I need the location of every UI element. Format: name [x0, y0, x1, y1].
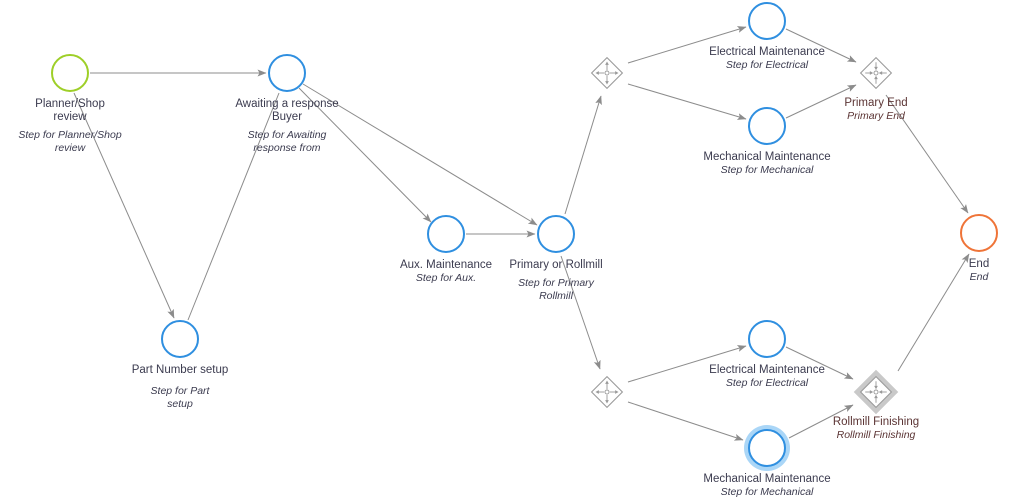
node-subtitle: End	[969, 271, 989, 283]
edge-awaiting-a-response-buyer-to-aux-maintenance[interactable]	[298, 87, 432, 223]
label-spacer	[18, 124, 121, 129]
node-subtitle: Step for Electrical	[725, 377, 809, 389]
node-title: Mechanical Maintenance	[703, 151, 831, 163]
node-title: Primary or Rollmill	[509, 259, 603, 271]
node-title: Rollmill Finishing	[832, 416, 920, 428]
node-subtitle: review	[54, 142, 86, 154]
edge-part-number-setup-to-awaiting-a-response-buyer[interactable]	[187, 92, 280, 321]
edge-awaiting-a-response-buyer-to-primary-or-rollmill[interactable]	[302, 83, 538, 226]
fork-gateway-icon[interactable]	[587, 372, 627, 412]
node-subtitle: Primary End	[847, 110, 905, 122]
node-title: Primary End	[844, 97, 908, 109]
edge-electrical-maintenance-rollmill-to-rollmill-finishing[interactable]	[785, 346, 854, 380]
label-spacer	[509, 272, 602, 277]
node-fork-primary[interactable]	[587, 53, 627, 93]
node-subtitle: setup	[167, 398, 193, 410]
edge-primary-or-rollmill-to-fork-rollmill[interactable]	[560, 255, 601, 370]
node-title: Awaiting a response	[235, 98, 339, 110]
edge-electrical-maintenance-primary-to-primary-end[interactable]	[785, 28, 857, 63]
edge-fork-primary-to-electrical-maintenance-primary[interactable]	[627, 26, 747, 64]
node-subtitle: Step for Aux.	[415, 272, 477, 284]
node-title: Mechanical Maintenance	[703, 473, 831, 485]
node-fork-rollmill[interactable]	[587, 372, 627, 412]
edge-rollmill-finishing-to-end[interactable]	[897, 253, 970, 372]
edge-fork-rollmill-to-electrical-maintenance-rollmill[interactable]	[627, 345, 747, 383]
node-subtitle: Step for Part	[150, 385, 210, 397]
node-title: Electrical Maintenance	[709, 46, 825, 58]
edge-mechanical-maintenance-primary-to-primary-end[interactable]	[785, 84, 857, 119]
node-title: Aux. Maintenance	[399, 259, 493, 271]
edge-planner-shop-review-to-part-number-setup[interactable]	[73, 92, 175, 319]
edge-primary-or-rollmill-to-fork-primary[interactable]	[564, 95, 602, 215]
node-title: Planner/Shop	[35, 98, 105, 110]
node-title: review	[53, 111, 87, 123]
node-subtitle: Step for Primary	[518, 277, 594, 289]
edge-primary-end-to-end[interactable]	[885, 94, 969, 214]
node-title: Part Number setup	[131, 364, 229, 376]
edge-fork-primary-to-mechanical-maintenance-primary[interactable]	[627, 83, 747, 120]
node-subtitle: response from	[253, 142, 321, 154]
node-subtitle: Step for Mechanical	[720, 164, 814, 176]
node-subtitle: Rollmill Finishing	[836, 429, 916, 441]
edge-mechanical-maintenance-rollmill-to-rollmill-finishing[interactable]	[788, 404, 854, 439]
label-spacer	[235, 124, 338, 129]
edge-fork-rollmill-to-mechanical-maintenance-rollmill[interactable]	[627, 401, 744, 441]
node-subtitle: Step for Planner/Shop	[18, 129, 122, 141]
node-subtitle: Rollmill	[539, 290, 573, 302]
node-subtitle: Step for Awaiting	[247, 129, 327, 141]
label-spacer	[132, 377, 229, 385]
fork-gateway-icon[interactable]	[587, 53, 627, 93]
node-subtitle: Step for Electrical	[725, 59, 809, 71]
node-title: Buyer	[271, 111, 303, 123]
node-title: End	[968, 258, 990, 270]
node-title: Electrical Maintenance	[709, 364, 825, 376]
node-subtitle: Step for Mechanical	[720, 486, 814, 498]
